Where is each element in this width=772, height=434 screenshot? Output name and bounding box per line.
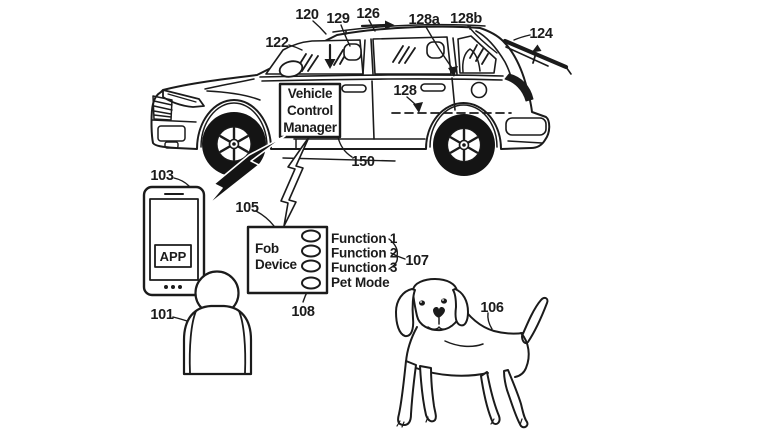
app-badge-label: APP bbox=[160, 249, 187, 264]
bumper-ledge bbox=[151, 119, 197, 123]
phone-screen bbox=[149, 198, 199, 281]
user-arm-lines bbox=[188, 310, 247, 374]
door-bottom-line bbox=[293, 138, 426, 149]
fob-function-label-4: Pet Mode bbox=[331, 275, 390, 290]
b-pillar bbox=[362, 38, 375, 140]
dog-ear-right bbox=[452, 288, 469, 327]
ref-label-106: 106 bbox=[480, 300, 504, 316]
tailgate-up-arrow bbox=[531, 44, 542, 64]
fender-line bbox=[206, 90, 261, 101]
ref-label-122: 122 bbox=[265, 35, 289, 51]
vcm-line-2: Control bbox=[287, 103, 333, 118]
dog-rear-leg-near bbox=[480, 371, 501, 426]
ref-label-103: 103 bbox=[150, 168, 174, 184]
fob-function-label-1: Function 1 bbox=[331, 231, 398, 246]
headlight-inner-line bbox=[167, 93, 197, 103]
fob-button-2 bbox=[301, 244, 321, 258]
rear-headrest bbox=[426, 41, 445, 59]
app-badge bbox=[154, 244, 192, 268]
vcm-line-3: Manager bbox=[283, 120, 337, 135]
dog-nose bbox=[433, 307, 445, 318]
fob-device: Fob Device Function 1 Function 2 Functio… bbox=[246, 225, 406, 295]
window-down-arrow bbox=[324, 43, 336, 69]
third-row-seat bbox=[462, 48, 481, 73]
user-figure bbox=[182, 270, 253, 376]
rear-door-handle bbox=[420, 83, 446, 92]
ref-128a-arrowhead bbox=[448, 66, 458, 77]
front-door-handle bbox=[341, 84, 367, 93]
ref-label-128b: 128b bbox=[450, 11, 482, 27]
quarter-window bbox=[457, 35, 497, 74]
dog-mouth bbox=[427, 317, 452, 330]
smartphone: APP bbox=[142, 185, 206, 297]
rocker-shadow bbox=[282, 157, 396, 162]
hood-crease bbox=[204, 78, 255, 90]
user-torso bbox=[182, 304, 253, 376]
grille bbox=[152, 95, 173, 121]
dog-toes bbox=[396, 416, 523, 428]
front-arch-inner bbox=[200, 102, 268, 148]
wireless-signal-bolt-fob bbox=[280, 136, 310, 227]
ref-label-126: 126 bbox=[356, 6, 380, 22]
forward-arrow bbox=[360, 20, 395, 30]
tow-hook bbox=[164, 141, 179, 149]
rear-bumper-step bbox=[505, 117, 547, 136]
front-headrest bbox=[343, 43, 362, 61]
fob-button-1 bbox=[301, 229, 321, 243]
vcm-line-1: Vehicle bbox=[288, 86, 333, 101]
dog-eyes bbox=[419, 298, 447, 306]
ref-label-124: 124 bbox=[529, 26, 553, 42]
ref-label-129: 129 bbox=[326, 11, 350, 27]
phone-body bbox=[142, 185, 206, 297]
ref-label-108: 108 bbox=[291, 304, 315, 320]
dog-front-leg-far bbox=[419, 365, 437, 423]
ref-128-arrowhead bbox=[413, 102, 423, 113]
rear-wheel bbox=[433, 114, 495, 176]
wireless-signal-bolt-phone bbox=[206, 135, 286, 207]
open-tailgate-tip bbox=[505, 46, 572, 75]
fob-function-label-2: Function 2 bbox=[331, 246, 397, 261]
dog-front-leg-near bbox=[397, 360, 417, 426]
fuel-cap bbox=[470, 81, 488, 99]
functions-brace bbox=[388, 238, 406, 270]
d-pillar-inner bbox=[475, 30, 512, 78]
fob-button-3 bbox=[301, 259, 321, 273]
fob-label-line-2: Device bbox=[255, 257, 298, 272]
ref-label-128: 128 bbox=[393, 83, 417, 99]
vehicle-control-manager-box: Vehicle Control Manager bbox=[278, 82, 342, 139]
ref-label-105: 105 bbox=[235, 200, 259, 216]
side-mirror bbox=[278, 60, 304, 78]
ref-label-107: 107 bbox=[405, 253, 429, 269]
rear-bumper-lower bbox=[507, 140, 543, 144]
leader-lines bbox=[172, 19, 531, 330]
ref-label-120: 120 bbox=[295, 7, 319, 23]
taillight bbox=[504, 73, 534, 102]
bumper-lower-box bbox=[157, 125, 186, 142]
rear-arch-inner bbox=[429, 104, 498, 148]
dog-tail bbox=[521, 296, 549, 345]
dog-back-crease bbox=[444, 340, 484, 348]
fob-function-label-3: Function 3 bbox=[331, 260, 398, 275]
fob-label-line-1: Fob bbox=[255, 241, 279, 256]
dog-ear-left bbox=[395, 288, 416, 338]
dog-figure bbox=[395, 278, 549, 429]
dog-haunch bbox=[514, 332, 530, 378]
ref-label-101: 101 bbox=[150, 307, 174, 323]
phone-home-dots bbox=[164, 285, 182, 289]
dog-chest bbox=[405, 326, 418, 363]
dog-rear-leg-far bbox=[503, 369, 529, 429]
ref-label-128a: 128a bbox=[408, 12, 440, 28]
ref-label-150: 150 bbox=[351, 154, 375, 170]
fob-button-4 bbox=[301, 276, 321, 290]
vehicle-illustration bbox=[150, 20, 572, 176]
